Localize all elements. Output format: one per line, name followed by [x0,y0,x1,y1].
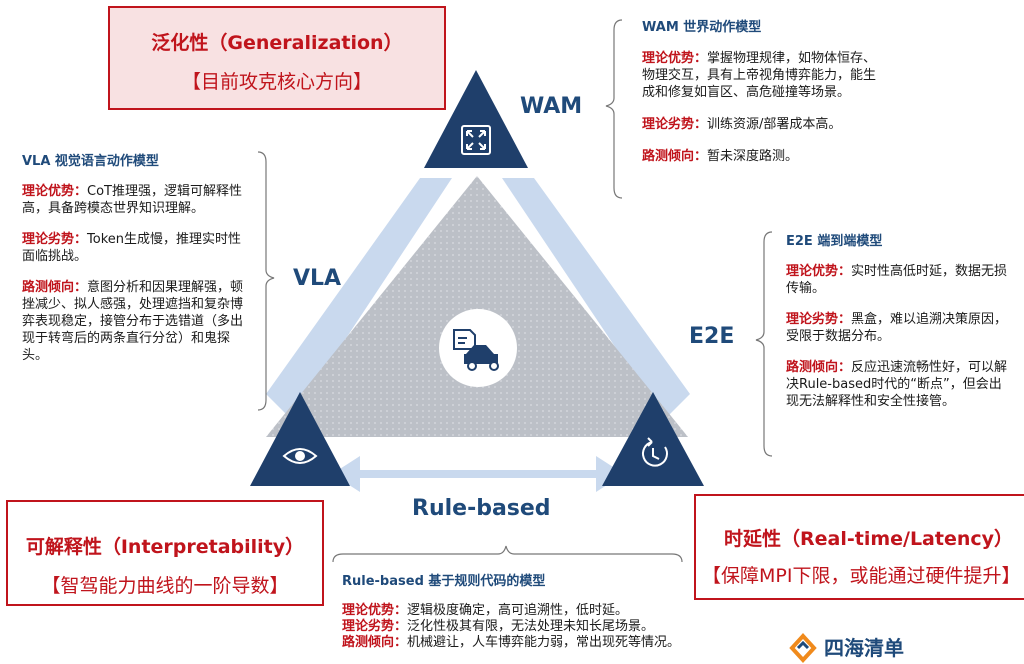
latency-title: 时延性（Real-time/Latency） [724,528,1014,550]
e2e-label: E2E [689,324,735,349]
logo-text: 四海清单 [824,636,904,660]
vla-label: VLA [293,266,342,291]
e2e-panel-title: E2E 端到端模型 [786,234,883,249]
rule-disadvantage: 理论劣势：泛化性极其有限，无法处理未知长尾场景。 [342,619,655,634]
arrow-wam-vla [266,178,452,420]
arrow-wam-e2e [502,178,690,420]
center-triangle [266,176,688,437]
wam-label: WAM [520,94,583,119]
wam-panel-title: WAM 世界动作模型 [642,20,762,35]
vla-panel-title: VLA 视觉语言动作模型 [22,154,159,169]
vla-disadvantage: 理论劣势：Token生成慢，推理实时性面临挑战。 [22,232,242,264]
generalization-box: 泛化性（Generalization） 【目前攻克核心方向】 [108,6,446,110]
e2e-bracket [755,231,773,457]
e2e-vertex [602,392,704,486]
e2e-advantage: 理论优势：实时性高低时延，数据无损传输。 [786,264,1008,296]
vla-panel: VLA 视觉语言动作模型 理论优势：CoT推理强，逻辑可解释性高，具备跨模态世界… [22,150,250,364]
interpretability-subtitle: 【智驾能力曲线的一阶导数】 [41,575,289,597]
generalization-title: 泛化性（Generalization） [151,32,403,54]
arrow-rule [356,470,598,478]
rule-road-test: 路测倾向：机械避让，人车博弈能力弱，常出现死等情况。 [342,635,681,650]
clock-icon [642,437,668,467]
wam-vertex [424,70,528,168]
vla-advantage: 理论优势：CoT推理强，逻辑可解释性高，具备跨模态世界知识理解。 [22,184,242,216]
interpretability-title: 可解释性（Interpretability） [25,536,305,558]
eye-icon [282,448,318,464]
car-code-icon [453,329,499,371]
e2e-panel: E2E 端到端模型 理论优势：实时性高低时延，数据无损传输。 理论劣势：黑盒，难… [786,230,1014,410]
arrow-rule-left [332,456,360,492]
latency-box: 时延性（Real-time/Latency） 【保障MPI下限，或能通过硬件提升… [694,494,1024,600]
rule-advantage: 理论优势：逻辑极度确定，高可追溯性，低时延。 [342,603,629,618]
logo: 四海清单 [786,628,936,663]
e2e-disadvantage: 理论劣势：黑盒，难以追溯决策原因，受限于数据分布。 [786,312,1008,344]
rule-bracket [332,545,683,563]
wam-road-test: 路测倾向：暂未深度路测。 [642,149,799,164]
rule-panel-title: Rule-based 基于规则代码的模型 [342,574,546,589]
e2e-road-test: 路测倾向：反应迅速流畅性好，可以解决Rule-based时代的“断点”，但会出现… [786,360,1008,409]
vla-road-test: 路测倾向：意图分析和因果理解强，顿挫减少、拟人感强，处理遮挡和复杂博弈表现稳定，… [22,280,244,363]
generalization-subtitle: 【目前攻克核心方向】 [181,71,372,93]
wam-panel: WAM 世界动作模型 理论优势：掌握物理规律，如物体恒存、物理交互，具有上帝视角… [642,16,882,165]
wam-disadvantage: 理论劣势：训练资源/部署成本高。 [642,117,842,132]
rule-label: Rule-based [412,496,551,521]
logo-icon [789,633,817,663]
rule-panel: Rule-based 基于规则代码的模型 理论优势：逻辑极度确定，高可追溯性，低… [342,570,782,651]
vla-bracket [257,151,275,411]
wam-advantage: 理论优势：掌握物理规律，如物体恒存、物理交互，具有上帝视角博弈能力，能生成和修复… [642,51,877,100]
wam-bracket [605,19,623,199]
interpretability-box: 可解释性（Interpretability） 【智驾能力曲线的一阶导数】 [6,500,324,606]
expand-icon [461,125,491,155]
vla-vertex [250,392,350,486]
latency-subtitle: 【保障MPI下限，或能通过硬件提升】 [702,565,1021,587]
